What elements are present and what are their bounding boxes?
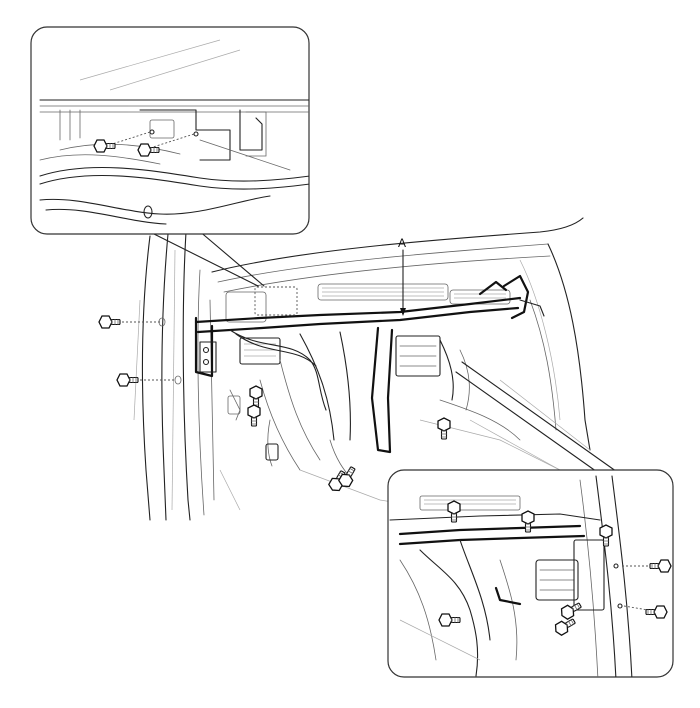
crossbar-part-a [194,274,545,454]
detail-region-marker [254,286,298,316]
bolt-icon[interactable] [437,417,451,440]
part-a-label: A [398,236,407,250]
wiring-harness [227,329,470,481]
cowl-upper [211,217,591,471]
dashboard-top-vents [225,283,511,323]
bolt-icon[interactable] [98,315,121,329]
bolt-icon[interactable] [247,404,261,427]
main-assembly-view [98,217,591,521]
top-detail-callout [30,26,310,235]
bottom-detail-callout [387,469,674,678]
callout-connectors [149,229,621,475]
bolt-icon[interactable] [249,385,263,408]
bolt-icon[interactable] [116,373,139,387]
left-a-pillar [133,231,215,521]
